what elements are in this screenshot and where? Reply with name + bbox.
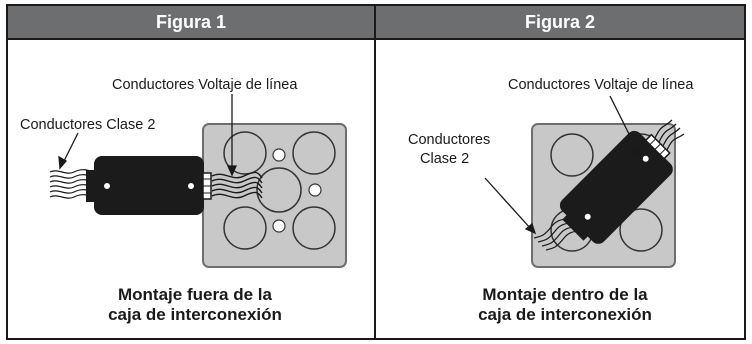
caption-figure-2: Montaje dentro de la caja de interconexi…	[430, 285, 700, 325]
header-divider	[8, 38, 744, 40]
caption-figure-1-line1: Montaje fuera de la	[118, 285, 272, 304]
figura-2-heading: Figura 2	[376, 6, 744, 38]
junction-box-figure-1	[202, 123, 347, 268]
class2-conductors-label-1: Conductores Clase 2	[20, 117, 156, 133]
device-figure-1	[86, 156, 212, 215]
figura-1-heading: Figura 1	[8, 6, 374, 38]
caption-figure-1-line2: caja de interconexión	[108, 305, 282, 324]
class2-conductors-label-2-line1: Conductores	[408, 132, 491, 148]
line-voltage-wires-figure-1	[211, 171, 263, 199]
caption-figure-2-line2: caja de interconexión	[478, 305, 652, 324]
device-figure-2	[559, 130, 673, 244]
panel-divider	[374, 6, 376, 338]
leader-lines-figure-2	[484, 95, 643, 235]
line-voltage-conductors-label-2: Conductores Voltaje de línea	[508, 77, 694, 93]
caption-figure-2-line1: Montaje dentro de la	[482, 285, 648, 304]
line-voltage-conductors-label-1: Conductores Voltaje de línea	[112, 77, 298, 93]
caption-figure-1: Montaje fuera de la caja de interconexió…	[60, 285, 330, 325]
leader-lines-figure-1	[58, 94, 238, 177]
class2-conductors-label-2-line2: Clase 2	[420, 151, 470, 167]
